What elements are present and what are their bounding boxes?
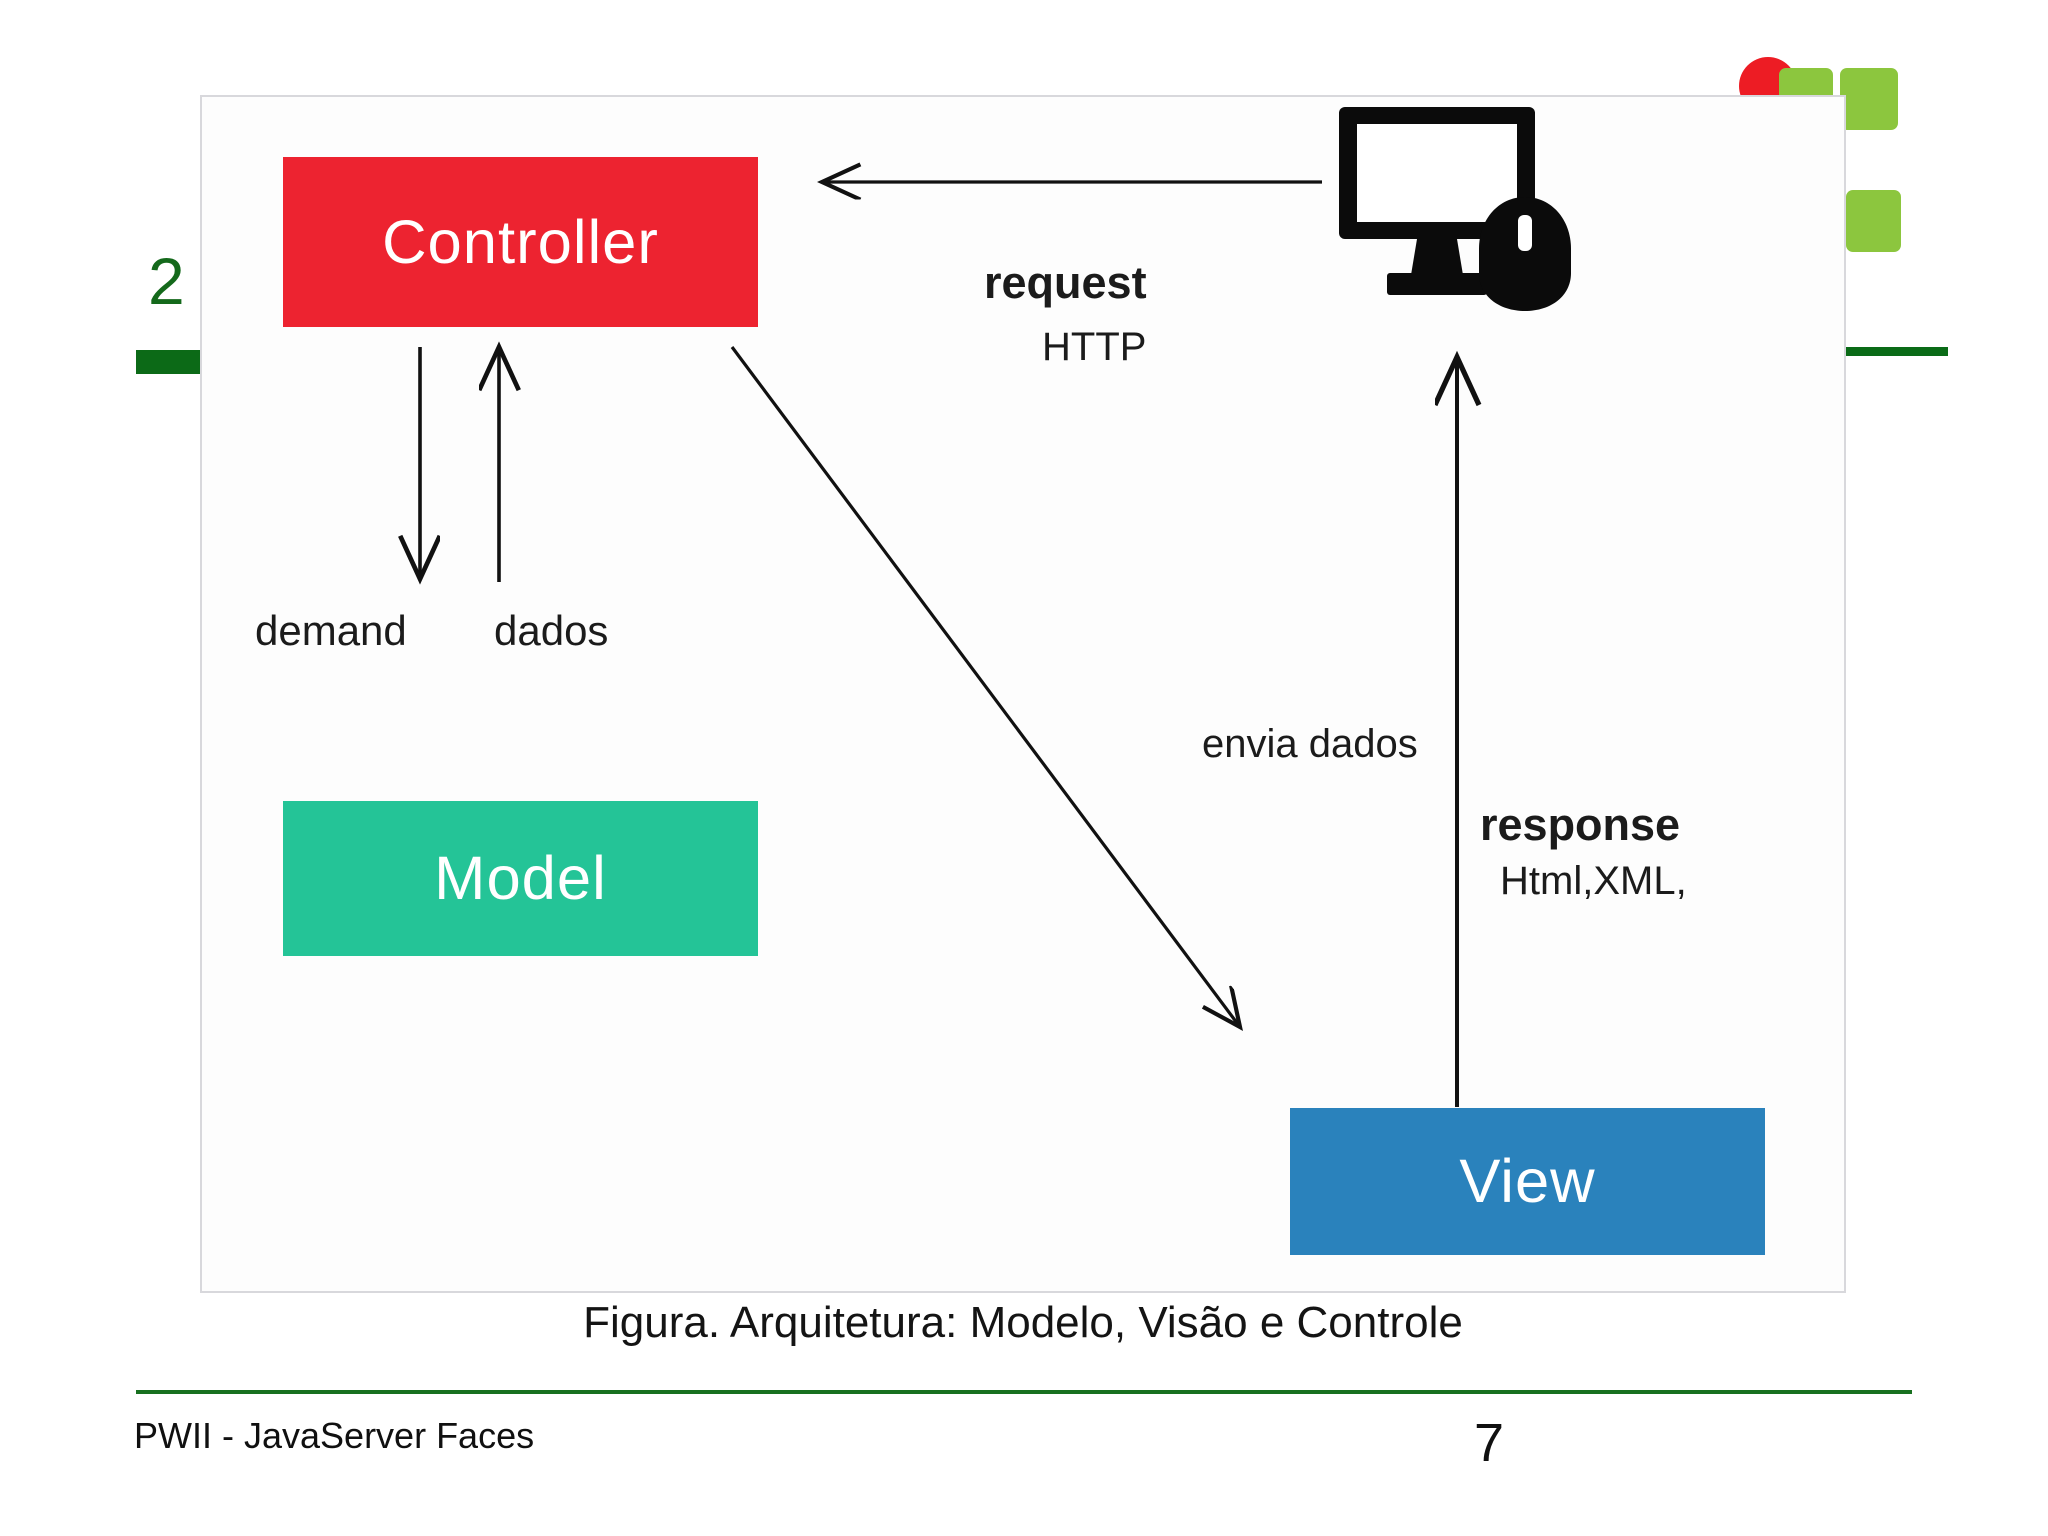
slide-number-marker: 2 xyxy=(148,244,185,318)
label-request: request xyxy=(984,257,1147,308)
label-dados: dados xyxy=(494,607,609,654)
label-request-proto: HTTP xyxy=(1042,325,1147,369)
label-demand: demand xyxy=(255,607,407,654)
box-controller[interactable]: Controller xyxy=(283,157,758,327)
box-view-label: View xyxy=(1459,1147,1596,1216)
box-model-label: Model xyxy=(434,844,607,913)
arrow-envia-dados xyxy=(730,346,1240,1027)
footer-rule xyxy=(136,1390,1912,1394)
label-response-formats: Html,XML, xyxy=(1500,859,1687,903)
figure-panel: Controller Model View request HTTP deman… xyxy=(200,95,1846,1293)
footer-page-number: 7 xyxy=(1474,1413,1505,1473)
footer-course-label: PWII - JavaServer Faces xyxy=(134,1415,535,1456)
label-envia-dados: envia dados xyxy=(1202,722,1418,766)
monitor-mouse-icon xyxy=(1339,107,1571,311)
decor-green-square-2 xyxy=(1840,68,1898,130)
decor-green-square-3 xyxy=(1846,190,1901,252)
box-controller-label: Controller xyxy=(382,207,659,277)
bullet-bar xyxy=(136,350,206,374)
box-model[interactable]: Model xyxy=(283,801,758,956)
figure-caption: Figura. Arquitetura: Modelo, Visão e Con… xyxy=(583,1298,1463,1347)
title-rule-fragment xyxy=(1846,347,1948,356)
figure-inner: Controller Model View request HTTP deman… xyxy=(202,97,1844,1291)
label-response: response xyxy=(1480,799,1681,850)
box-view[interactable]: View xyxy=(1290,1108,1765,1255)
